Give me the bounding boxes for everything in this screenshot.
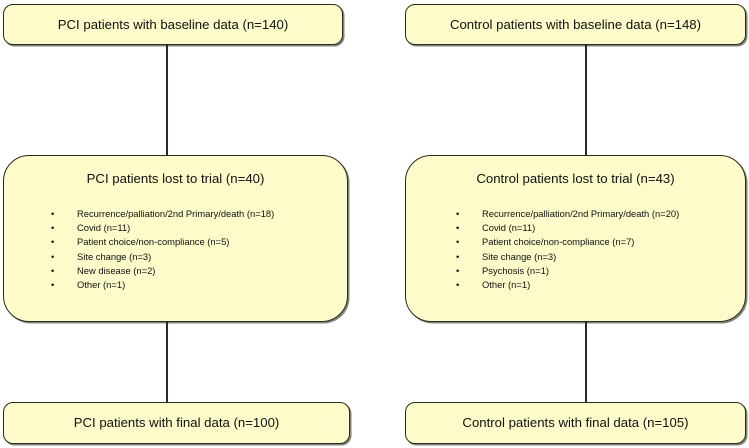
- bullet-icon: •: [51, 250, 55, 262]
- list-item-label: Other (n=1): [482, 279, 531, 291]
- node-control-baseline-label: Control patients with baseline data (n=1…: [449, 16, 702, 32]
- node-pci-lost-to-trial: PCI patients lost to trial (n=40) • Recu…: [3, 155, 348, 322]
- node-pci-baseline: PCI patients with baseline data (n=140): [3, 4, 343, 45]
- bullet-icon: •: [456, 279, 460, 291]
- node-control-lost-title: Control patients lost to trial (n=43): [476, 171, 675, 186]
- node-control-baseline: Control patients with baseline data (n=1…: [405, 4, 746, 45]
- list-item-label: Psychosis (n=1): [482, 264, 549, 276]
- node-control-final: Control patients with final data (n=105): [405, 402, 746, 444]
- node-control-final-label: Control patients with final data (n=105): [462, 415, 689, 431]
- node-control-lost-to-trial: Control patients lost to trial (n=43) • …: [405, 155, 746, 322]
- list-item: • New disease (n=2): [49, 264, 274, 278]
- list-item: • Recurrence/palliation/2nd Primary/deat…: [49, 207, 274, 221]
- list-item: • Recurrence/palliation/2nd Primary/deat…: [454, 207, 679, 221]
- list-item-label: Site change (n=3): [77, 250, 152, 262]
- list-item-label: Recurrence/palliation/2nd Primary/death …: [482, 208, 680, 219]
- bullet-icon: •: [51, 264, 55, 276]
- bullet-icon: •: [456, 236, 460, 248]
- connector-pci-lost-to-final: [166, 321, 168, 403]
- connector-pci-baseline-to-lost: [166, 44, 168, 156]
- list-item-label: Covid (n=11): [77, 222, 131, 234]
- list-item: • Patient choice/non-compliance (n=7): [454, 235, 679, 249]
- list-item-label: Recurrence/palliation/2nd Primary/death …: [77, 208, 275, 219]
- list-item-label: Patient choice/non-compliance (n=5): [77, 236, 230, 248]
- list-item: • Psychosis (n=1): [454, 264, 679, 278]
- list-item: • Patient choice/non-compliance (n=5): [49, 235, 274, 249]
- bullet-icon: •: [456, 250, 460, 262]
- node-pci-baseline-label: PCI patients with baseline data (n=140): [57, 16, 289, 32]
- node-pci-final-label: PCI patients with final data (n=100): [73, 415, 280, 431]
- bullet-icon: •: [456, 264, 460, 276]
- bullet-icon: •: [456, 222, 460, 234]
- list-item: • Other (n=1): [454, 278, 679, 292]
- list-item-label: Other (n=1): [77, 279, 126, 291]
- list-item: • Site change (n=3): [454, 250, 679, 264]
- pci-lost-reason-list: • Recurrence/palliation/2nd Primary/deat…: [49, 207, 274, 292]
- list-item: • Site change (n=3): [49, 250, 274, 264]
- list-item-label: Site change (n=3): [482, 250, 557, 262]
- bullet-icon: •: [51, 236, 55, 248]
- connector-control-lost-to-final: [585, 321, 587, 403]
- node-pci-lost-title: PCI patients lost to trial (n=40): [86, 171, 265, 186]
- bullet-icon: •: [51, 222, 55, 234]
- list-item-label: Patient choice/non-compliance (n=7): [482, 236, 635, 248]
- control-lost-reason-list: • Recurrence/palliation/2nd Primary/deat…: [454, 207, 679, 292]
- connector-control-baseline-to-lost: [585, 44, 587, 156]
- list-item: • Covid (n=11): [49, 221, 274, 235]
- bullet-icon: •: [51, 208, 55, 219]
- list-item: • Covid (n=11): [454, 221, 679, 235]
- bullet-icon: •: [51, 279, 55, 291]
- list-item-label: New disease (n=2): [77, 264, 156, 276]
- node-pci-final: PCI patients with final data (n=100): [3, 402, 350, 444]
- list-item-label: Covid (n=11): [482, 222, 536, 234]
- bullet-icon: •: [456, 208, 460, 219]
- list-item: • Other (n=1): [49, 278, 274, 292]
